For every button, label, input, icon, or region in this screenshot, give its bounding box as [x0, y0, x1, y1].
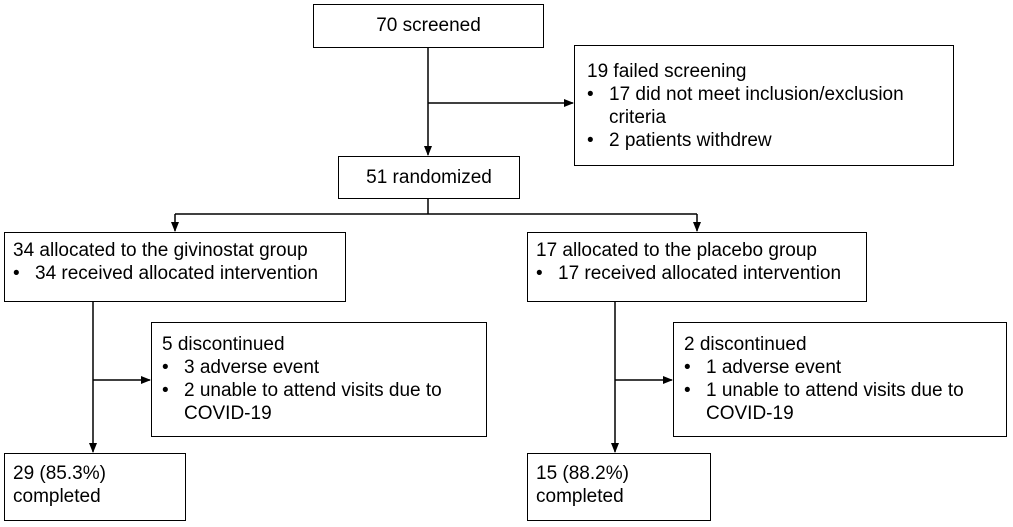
givinostat-completed-count: 29 (85.3%) [13, 463, 106, 484]
placebo-discontinued-bullet: • 1 unable to attend visits due to COVID… [684, 379, 1006, 425]
failed-screening-title: 19 failed screening [587, 61, 747, 82]
bullet-glyph: • [587, 130, 594, 151]
randomized-box: 51 randomized [338, 156, 520, 199]
placebo-discontinued-bullet-text: 1 adverse event [706, 357, 842, 378]
failed-bullet-text: 2 patients withdrew [609, 130, 772, 151]
placebo-discontinued-bullet-text: 1 unable to attend visits due to COVID-1… [706, 380, 964, 424]
placebo-discontinued-box: 2 discontinued • 1 adverse event • 1 una… [673, 322, 1007, 437]
screened-label: 70 screened [376, 15, 481, 36]
placebo-completed-count: 15 (88.2%) [536, 463, 629, 484]
givinostat-discontinued-box: 5 discontinued • 3 adverse event • 2 una… [151, 322, 487, 437]
givinostat-allocation-box: 34 allocated to the givinostat group • 3… [4, 232, 346, 302]
placebo-completed-box: 15 (88.2%) completed [527, 453, 711, 521]
placebo-bullet: • 17 received allocated intervention [536, 262, 866, 285]
failed-bullet: • 17 did not meet inclusion/exclusion cr… [587, 83, 953, 129]
bullet-glyph: • [536, 263, 543, 284]
givinostat-completed-label: completed [13, 486, 101, 507]
bullet-glyph: • [162, 380, 169, 401]
givinostat-discontinued-bullet: • 3 adverse event [162, 356, 486, 379]
bullet-glyph: • [684, 357, 691, 378]
placebo-bullet-text: 17 received allocated intervention [558, 263, 842, 284]
randomized-label: 51 randomized [366, 167, 492, 188]
placebo-completed-label: completed [536, 486, 624, 507]
screened-box: 70 screened [313, 4, 544, 48]
placebo-discontinued-bullet: • 1 adverse event [684, 356, 1006, 379]
placebo-allocation-box: 17 allocated to the placebo group • 17 r… [527, 232, 867, 302]
givinostat-discontinued-title: 5 discontinued [162, 334, 285, 355]
bullet-glyph: • [684, 380, 691, 401]
placebo-title: 17 allocated to the placebo group [536, 240, 817, 261]
bullet-glyph: • [587, 84, 594, 105]
givinostat-bullet: • 34 received allocated intervention [13, 262, 345, 285]
failed-bullet-text: 17 did not meet inclusion/exclusion crit… [609, 84, 904, 128]
givinostat-title: 34 allocated to the givinostat group [13, 240, 308, 261]
failed-screening-box: 19 failed screening • 17 did not meet in… [574, 45, 954, 166]
bullet-glyph: • [13, 263, 20, 284]
givinostat-discontinued-bullet-text: 3 adverse event [184, 357, 320, 378]
failed-bullet: • 2 patients withdrew [587, 129, 953, 152]
givinostat-discontinued-bullet-text: 2 unable to attend visits due to COVID-1… [184, 380, 442, 424]
givinostat-discontinued-bullet: • 2 unable to attend visits due to COVID… [162, 379, 486, 425]
placebo-discontinued-title: 2 discontinued [684, 334, 807, 355]
givinostat-completed-box: 29 (85.3%) completed [4, 453, 186, 521]
givinostat-bullet-text: 34 received allocated intervention [35, 263, 319, 284]
bullet-glyph: • [162, 357, 169, 378]
